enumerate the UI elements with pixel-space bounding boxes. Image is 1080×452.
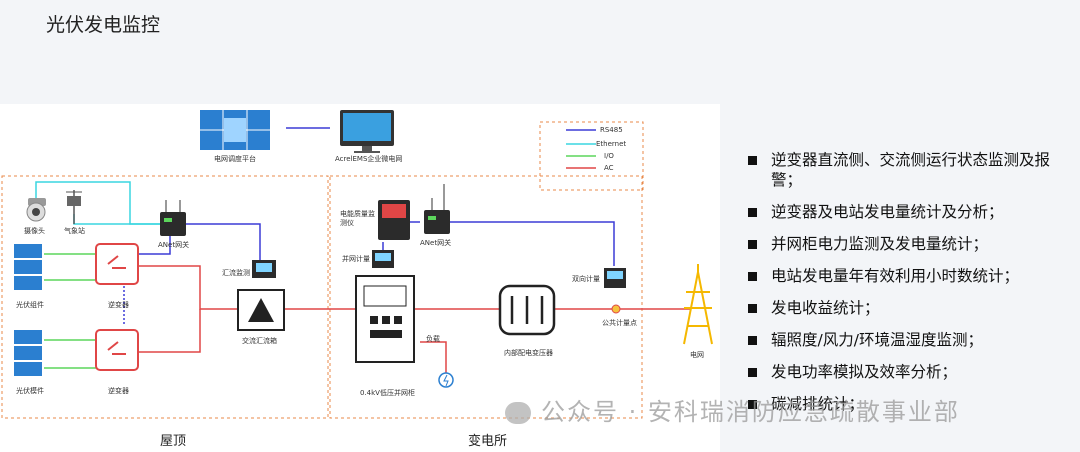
bidir-rs485: [450, 221, 615, 266]
ac-combiner-label: 交流汇流箱: [242, 337, 277, 345]
load-ac: [420, 341, 447, 374]
grid-label: 电网: [690, 351, 704, 359]
pv1-label: 光伏组件: [16, 301, 44, 309]
watermark: 公众号 · 安科瑞消防应急疏散事业部: [505, 392, 960, 427]
grid-tower-icon: [683, 264, 713, 345]
load-label: 负载: [426, 335, 440, 343]
feature-item: 碳减排统计；: [748, 394, 1078, 414]
inverter1-rs485: [136, 234, 171, 255]
page-title: 光伏发电监控: [46, 14, 161, 36]
feature-item: 辐照度/风力/环境温湿度监测；: [748, 330, 1078, 350]
inverter2-ac: [138, 309, 201, 353]
load-icon: [438, 372, 454, 388]
pv2-label: 光伏模件: [16, 387, 44, 395]
legend-rs485-label: RS485: [600, 126, 623, 134]
anet-right-icon: [424, 184, 450, 234]
inverter-2-icon: [95, 329, 139, 371]
camera-ethernet: [35, 181, 160, 225]
feature-item: 逆变器及电站发电量统计及分析；: [748, 202, 1078, 222]
legend-io-label: I/O: [604, 152, 614, 160]
combiner-rs485: [186, 223, 261, 264]
bidir-meter-label: 双向计量: [572, 275, 600, 283]
combiner-monitor-label: 汇流监测: [222, 269, 250, 277]
anet-left-icon: [160, 200, 186, 236]
feature-item: 发电收益统计；: [748, 298, 1078, 318]
inverter-1-icon: [95, 243, 139, 285]
lv-cabinet-label: 0.4kV低压并网柜: [360, 389, 415, 397]
lv-cabinet-icon: [355, 275, 415, 363]
bidir-meter-icon: [604, 268, 626, 288]
grid-meter-icon: [372, 250, 394, 268]
ac-combiner-icon: [237, 289, 285, 331]
weather-ethernet: [73, 214, 160, 225]
feature-item: 发电功率模拟及效率分析；: [748, 362, 1078, 382]
wechat-icon: [505, 402, 531, 424]
legend-ethernet-label: Ethernet: [596, 140, 627, 148]
inverter2-label: 逆变器: [108, 387, 129, 395]
substation-region: [329, 175, 643, 419]
pcc-label: 公共计量点: [602, 319, 637, 327]
transformer-label: 内部配电变压器: [504, 349, 553, 357]
weather-label: 气象站: [64, 227, 85, 235]
power-quality-label: 电能质量监测仪: [340, 210, 375, 227]
combiner-monitor-icon: [252, 260, 276, 278]
pv-panels-1-icon: [14, 244, 42, 290]
feature-item: 并网柜电力监测及发电量统计；: [748, 234, 1078, 254]
feature-item: 逆变器直流侧、交流侧运行状态监测及报警；: [748, 150, 1078, 190]
pv-panels-2-icon: [14, 330, 42, 376]
legend-ac-label: AC: [604, 164, 614, 172]
anet-right-label: ANet网关: [420, 239, 452, 247]
power-quality-icon: [378, 200, 410, 240]
inverter1-label: 逆变器: [108, 301, 129, 309]
pcc-point-icon: [611, 304, 621, 314]
header-background: [0, 0, 1080, 104]
anet-left-label: ANet网关: [158, 241, 190, 249]
weather-station-icon: [66, 190, 82, 224]
transformer-icon: [498, 284, 556, 336]
camera-icon: [26, 198, 46, 222]
legend-box: [539, 121, 644, 191]
inverter1-ac: [138, 265, 238, 310]
diagram-panel: RS485 Ethernet I/O AC 电网调度平台 AcrelEMS企业微…: [0, 104, 720, 452]
system-diagram: [1, 110, 713, 419]
acrel-ems-label: AcrelEMS企业微电网: [335, 155, 403, 163]
roof-region-label: 屋顶: [160, 434, 187, 449]
bullets-background: [720, 104, 1080, 452]
grid-meter-label: 并网计量: [342, 255, 370, 263]
camera-label: 摄像头: [24, 227, 45, 235]
ems-monitor-icon: [340, 110, 394, 153]
roof-region: [1, 175, 329, 419]
substation-region-label: 变电所: [468, 434, 508, 449]
grid-dispatch-label: 电网调度平台: [214, 155, 256, 163]
feature-item: 电站发电量年有效利用小时数统计；: [748, 266, 1078, 286]
feature-list: 逆变器直流侧、交流侧运行状态监测及报警； 逆变器及电站发电量统计及分析； 并网柜…: [748, 150, 1078, 426]
grid-dispatch-icon: [200, 110, 270, 150]
